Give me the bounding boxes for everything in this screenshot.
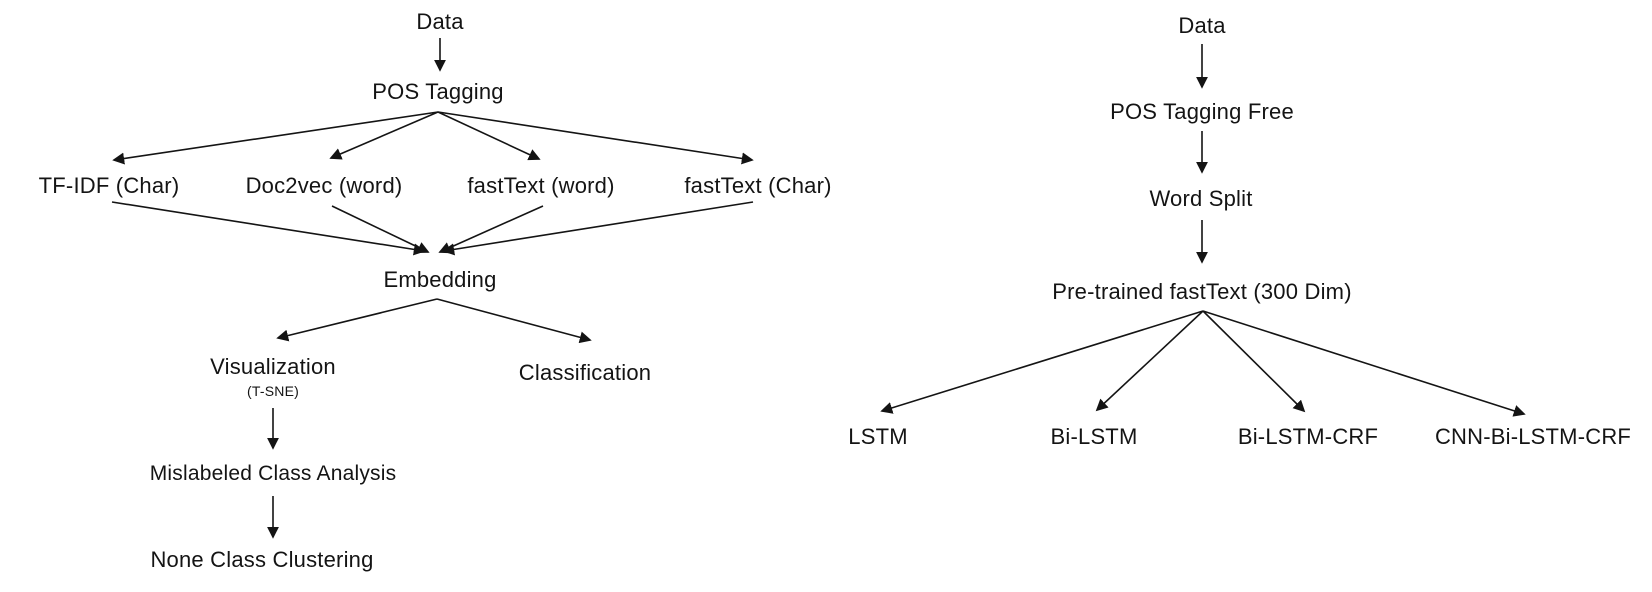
node-bi-lstm-crf: Bi-LSTM-CRF xyxy=(1237,424,1379,449)
edge-pretrained-fasttext-lstm xyxy=(880,310,1204,414)
node-pos-tagging-free: POS Tagging Free xyxy=(1110,99,1294,124)
edge-embedding-visualization xyxy=(276,298,438,342)
node-cnn-bi-lstm-crf: CNN-Bi-LSTM-CRF xyxy=(1434,424,1632,449)
node-bi-lstm: Bi-LSTM xyxy=(1050,424,1138,449)
edge-pos-tagging-doc2vec-word xyxy=(329,111,439,160)
edge-pos-tagging-fasttext-word xyxy=(437,111,541,161)
node-pretrained-fasttext: Pre-trained fastText (300 Dim) xyxy=(1052,279,1352,304)
node-data-right: Data xyxy=(1178,13,1226,38)
node-data-left: Data xyxy=(416,9,464,34)
node-visualization-subtitle: (T-SNE) xyxy=(247,383,299,399)
edge-fasttext-word-embedding xyxy=(438,205,544,254)
edge-doc2vec-word-embedding xyxy=(331,205,430,254)
node-lstm: LSTM xyxy=(848,424,908,449)
node-classification: Classification xyxy=(518,360,652,385)
node-embedding: Embedding xyxy=(383,267,497,292)
edge-embedding-classification xyxy=(436,298,592,344)
node-mislabeled-class-analysis: Mislabeled Class Analysis xyxy=(149,462,397,485)
node-visualization: Visualization xyxy=(210,354,336,379)
edge-pos-tagging-tfidf-char xyxy=(112,111,439,165)
edge-pretrained-fasttext-bi-lstm-crf xyxy=(1202,310,1306,413)
node-doc2vec-word: Doc2vec (word) xyxy=(245,173,403,198)
node-none-class-clustering: None Class Clustering xyxy=(150,547,374,572)
node-tfidf-char: TF-IDF (Char) xyxy=(38,173,180,198)
edge-pos-tagging-fasttext-char xyxy=(437,111,754,165)
node-pos-tagging: POS Tagging xyxy=(372,79,504,104)
edge-tfidf-char-embedding xyxy=(111,201,426,256)
node-fasttext-word: fastText (word) xyxy=(467,173,615,198)
edge-pretrained-fasttext-bi-lstm xyxy=(1095,310,1204,412)
edge-fasttext-char-embedding xyxy=(442,201,754,256)
node-word-split: Word Split xyxy=(1149,186,1253,211)
edge-pretrained-fasttext-cnn-bi-lstm-crf xyxy=(1202,310,1526,417)
node-fasttext-char: fastText (Char) xyxy=(684,173,832,198)
